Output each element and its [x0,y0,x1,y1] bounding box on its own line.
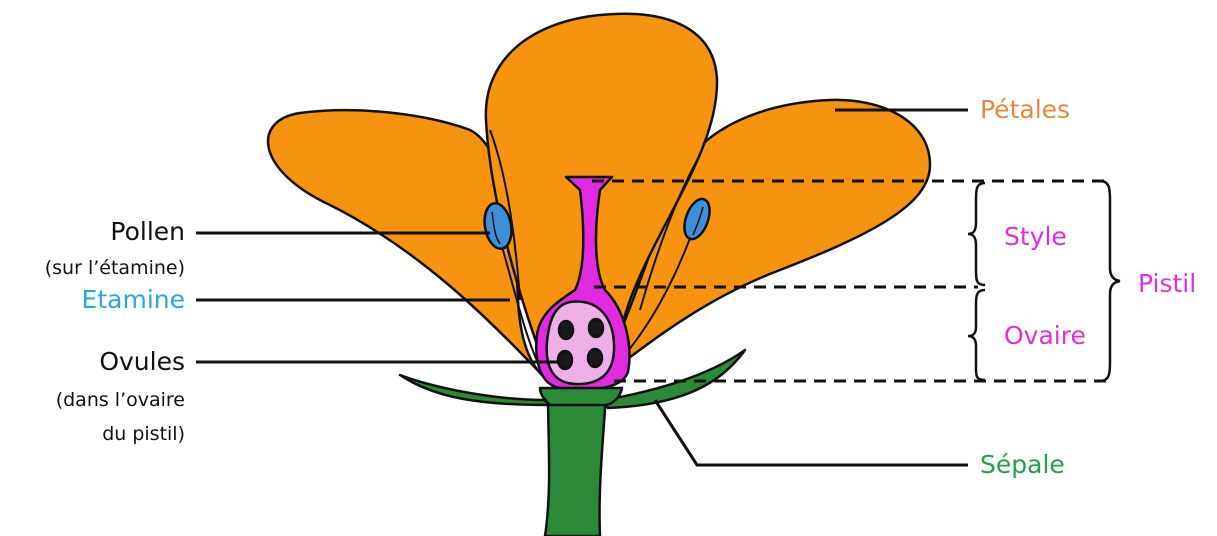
label-pollen: Pollen [110,218,185,247]
label-ovules-note-2: du pistil) [102,424,185,446]
label-pollen-note: (sur l’étamine) [45,258,185,280]
label-ovaire: Ovaire [1004,322,1086,351]
brace-pistil [1100,181,1120,381]
label-etamine: Etamine [82,286,185,315]
label-ovules: Ovules [99,348,185,377]
stem [545,395,606,536]
ovary-inner [547,302,614,385]
sepal-left [400,375,548,405]
brace-ovaire [968,290,985,380]
receptacle [540,388,622,405]
label-pistil: Pistil [1138,270,1196,299]
brace-style [968,183,985,285]
ovule [589,319,603,337]
label-sepale: Sépale [980,451,1065,480]
ovule [559,321,573,339]
ovule [588,349,602,367]
ovule [558,351,572,369]
label-style: Style [1004,223,1067,252]
leader-sepale [655,400,968,465]
label-ovules-note-1: (dans l’ovaire [56,390,185,412]
label-petales: Pétales [980,96,1070,125]
